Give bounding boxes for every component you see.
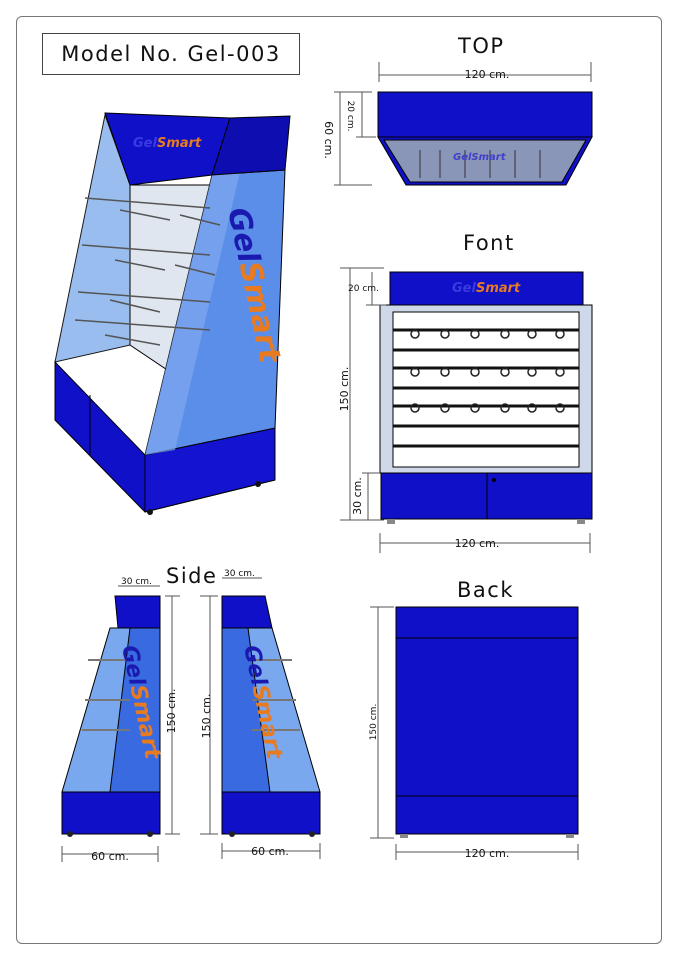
side-view-left: GelSmart 30 cm. 150 cm. 60 cm. (61, 577, 180, 863)
top-view-title: TOP (458, 34, 505, 58)
top-header-dim: 20 cm. (345, 101, 355, 132)
back-view: 150 cm. 120 cm. (369, 606, 579, 860)
drawing-sheet (16, 16, 662, 944)
top-depth-dim: 60 cm. (322, 121, 335, 159)
side-right-bottom-dim: 60 cm. (251, 845, 289, 858)
side-left-height-dim: 150 cm. (165, 689, 178, 734)
model-number-label: Model No. Gel-003 (42, 33, 300, 75)
front-logo: GelSmart (452, 281, 521, 296)
side-right-height-dim: 150 cm. (200, 694, 213, 739)
front-base-dim: 30 cm. (351, 477, 364, 515)
top-width-dim: 120 cm. (465, 68, 510, 81)
top-view-logo: GelSmart (453, 152, 507, 163)
perspective-logo: GelSmart (133, 136, 202, 151)
side-left-top-dim: 30 cm. (121, 577, 152, 587)
front-width-dim: 120 cm. (455, 537, 500, 550)
side-right-top-dim: 30 cm. (224, 569, 255, 579)
side-view-title: Side (166, 564, 218, 588)
back-width-dim: 120 cm. (465, 847, 510, 860)
side-left-bottom-dim: 60 cm. (91, 850, 129, 863)
side-view-right: GelSmart 30 cm. 150 cm. 60 cm. (200, 569, 321, 859)
back-view-title: Back (457, 578, 514, 602)
front-height-dim: 150 cm. (338, 367, 351, 412)
top-view: GelSmart 120 cm. 60 cm. 20 cm. (322, 62, 593, 186)
front-header-dim: 20 cm. (348, 284, 379, 294)
perspective-side-logo: GelSmart (220, 204, 287, 367)
front-view-title: Font (463, 231, 515, 255)
back-height-dim: 150 cm. (369, 704, 379, 741)
front-view: GelSmart 20 cm. 150 cm. (338, 267, 593, 553)
perspective-view: GelSmart GelSmart (54, 112, 291, 515)
